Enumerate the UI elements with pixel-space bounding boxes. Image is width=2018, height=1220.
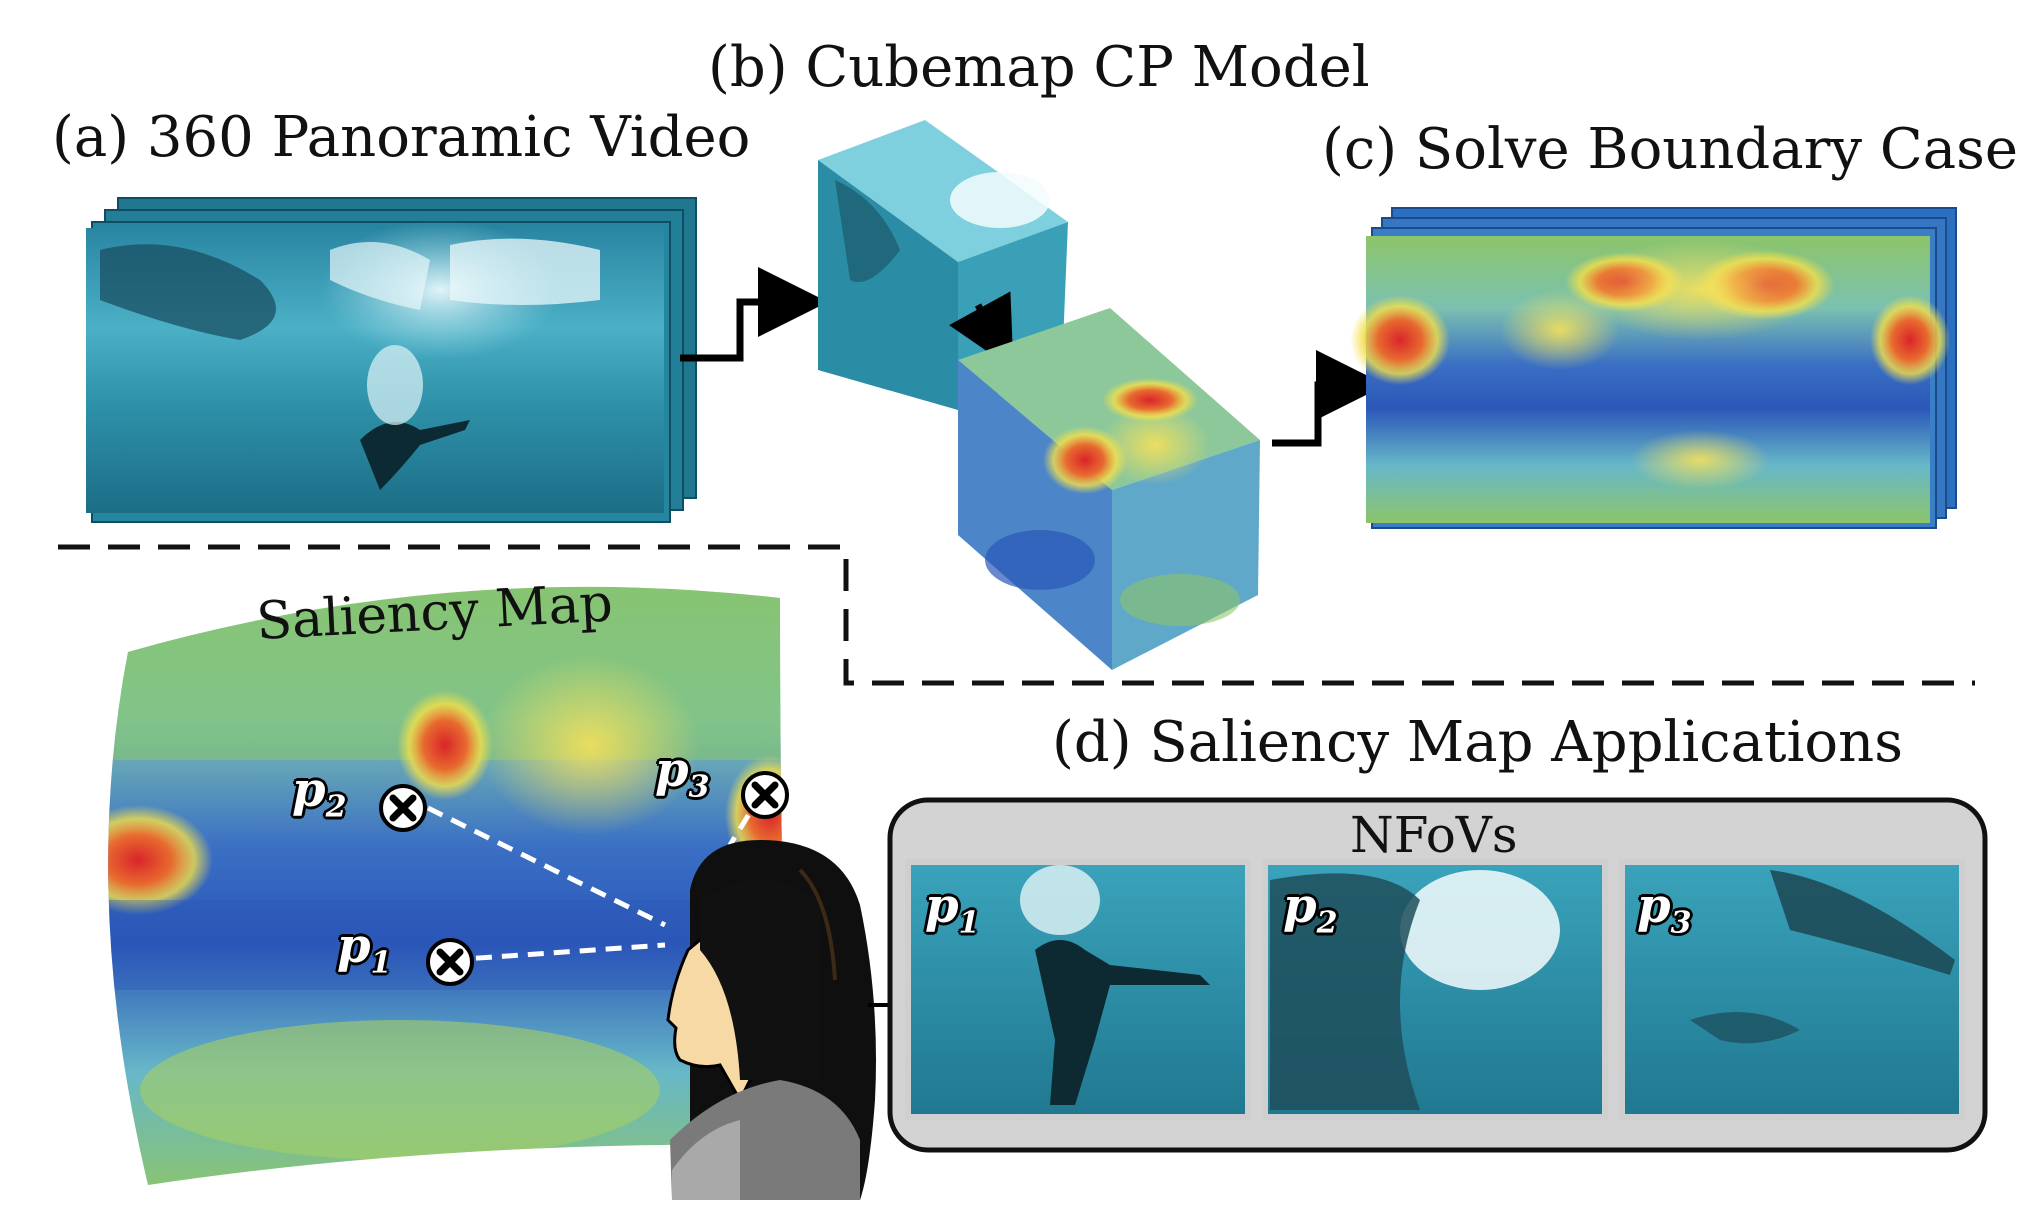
arrow-right-icon — [1272, 350, 1386, 447]
arrow-right-icon — [680, 267, 828, 362]
boundary-cases-title: (c) Solve Boundary Cases — [1322, 117, 2018, 182]
marker-x-icon — [741, 771, 789, 819]
marker-x-icon — [379, 784, 427, 832]
saliency-frame — [1350, 236, 1950, 523]
panoramic-video-stack — [86, 197, 697, 523]
cubemap-model-title: (b) Cubemap CP Model — [708, 35, 1370, 100]
nfov-view-p3 — [1619, 859, 1965, 1120]
nfov-label-p3: p3 — [1637, 878, 1692, 941]
panoramic-video-title: (a) 360 Panoramic Video — [52, 105, 751, 170]
point-label-p1: p1 — [337, 918, 392, 981]
applications-title: (d) Saliency Map Applications — [1052, 710, 1903, 775]
nfov-title: NFoVs — [1350, 806, 1518, 864]
arrow-down-icon — [949, 291, 1014, 370]
nfov-label-p2: p2 — [1283, 878, 1338, 941]
marker-x-icon — [426, 938, 474, 986]
saliency-video-stack — [1350, 207, 1957, 529]
nfov-view-p2 — [1262, 859, 1608, 1120]
nfov-label-p1: p1 — [925, 878, 980, 941]
point-label-p3: p3 — [655, 742, 710, 805]
nfov-view-p1 — [905, 859, 1251, 1120]
point-label-p2: p2 — [292, 762, 347, 825]
panoramic-frame — [86, 220, 664, 513]
saliency-cubemap — [958, 308, 1260, 670]
viewer-silhouette-icon — [666, 840, 876, 1200]
section-divider — [58, 544, 1975, 686]
